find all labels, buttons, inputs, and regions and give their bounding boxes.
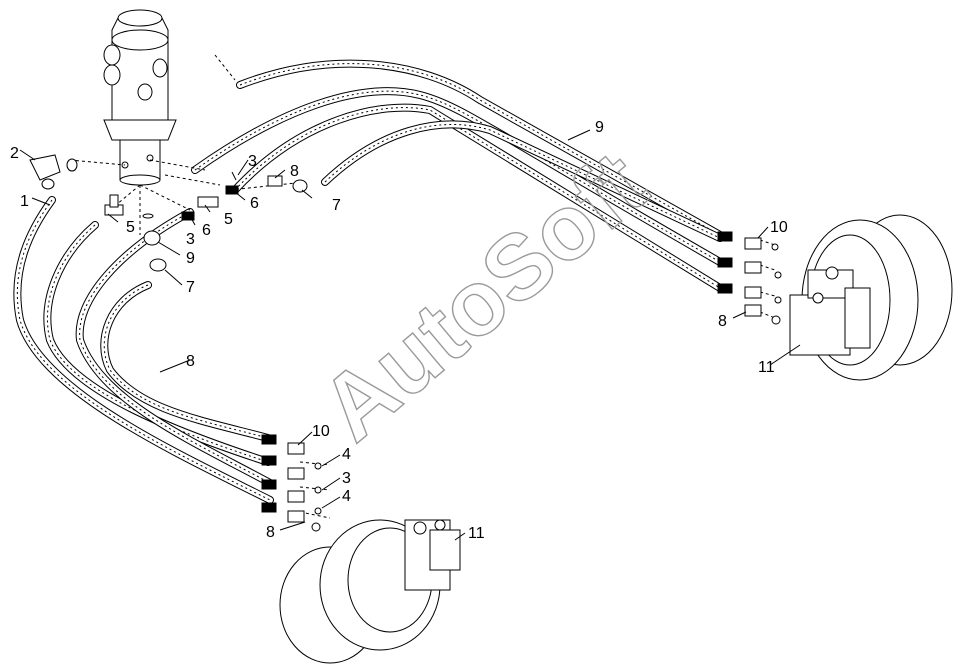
callout-8-left: 8 — [186, 353, 195, 370]
watermark-text: AutoSoft — [302, 133, 665, 461]
travel-motor-upper-right — [789, 214, 953, 381]
callout-1: 1 — [20, 193, 29, 210]
connector-part-9 — [143, 230, 161, 246]
callout-9-left: 9 — [186, 250, 195, 267]
tee-fitting-part-5-right — [197, 196, 219, 208]
upper-motor-fittings — [717, 231, 782, 325]
elbow-part-7-right — [292, 179, 308, 193]
callout-11-right: 11 — [758, 359, 775, 376]
oring-part-3-mid — [142, 213, 154, 219]
callout-2: 2 — [10, 145, 19, 162]
callout-5-right: 5 — [224, 211, 233, 228]
callout-leaders — [19, 129, 801, 541]
callout-labels: 2 1 3 5 6 5 6 8 7 3 9 7 8 9 10 8 11 10 4… — [10, 119, 788, 542]
hose-part-9-lower — [75, 208, 274, 487]
callout-8-top: 8 — [290, 163, 299, 180]
callout-8-lower: 8 — [266, 524, 275, 541]
callout-6-left: 6 — [202, 222, 211, 239]
callout-10-right: 10 — [770, 219, 788, 236]
fitting-part-8-top — [267, 175, 283, 187]
hose-part-1 — [13, 196, 274, 504]
lower-motor-fittings — [261, 434, 322, 532]
callout-11-lower: 11 — [468, 525, 485, 542]
callout-3-top: 3 — [248, 153, 257, 170]
callout-7-left: 7 — [186, 279, 195, 296]
callout-7-top: 7 — [332, 197, 341, 214]
callout-3-lower: 3 — [342, 470, 351, 487]
callout-6-right: 6 — [250, 195, 259, 212]
callout-4-upper: 4 — [342, 446, 351, 463]
elbow-part-7-left — [149, 258, 167, 272]
callout-10-lower: 10 — [312, 423, 330, 440]
elbow-fitting-part-2 — [29, 154, 78, 190]
hose-part-9-upper-a — [236, 59, 724, 239]
hose-part-9-upper-c — [231, 103, 724, 292]
swivel-joint — [103, 9, 177, 186]
hoses — [13, 59, 724, 504]
hose-part-9-upper-b — [191, 87, 724, 266]
fittings — [29, 154, 782, 532]
callout-8-right: 8 — [718, 313, 727, 330]
tee-fitting-part-5-left — [104, 194, 124, 216]
hose-part-7-upper — [321, 120, 724, 242]
hose-part-8-lower-b — [100, 281, 272, 442]
callout-9-right: 9 — [595, 119, 604, 136]
adapter-part-6 — [181, 185, 239, 221]
callout-4-lower: 4 — [342, 488, 351, 505]
callout-5-left: 5 — [126, 219, 135, 236]
travel-motor-lower-center — [279, 519, 461, 664]
callout-3-mid: 3 — [186, 231, 195, 248]
oring-part-3-top — [231, 171, 237, 181]
hose-part-8-lower-a — [43, 221, 272, 466]
